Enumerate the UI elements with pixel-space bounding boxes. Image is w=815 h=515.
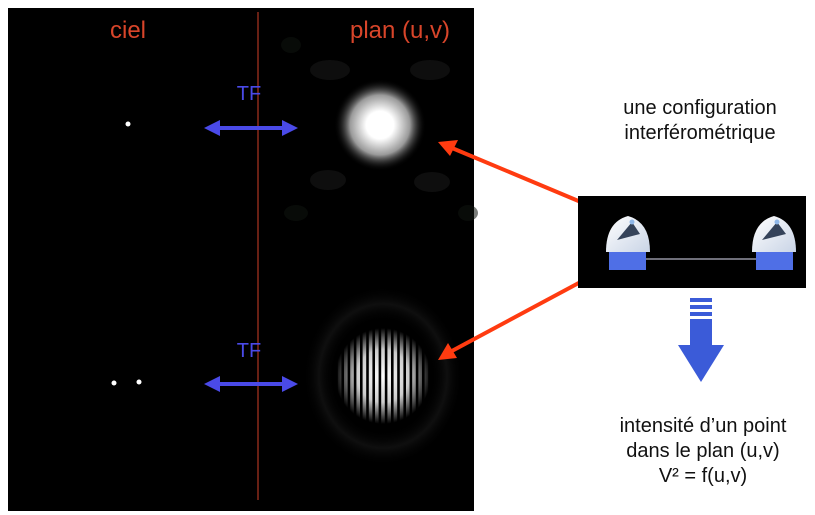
telescope-dome-icon <box>752 216 796 270</box>
telescope-dome-icon <box>606 216 650 270</box>
pointer-arrow-bottom <box>438 276 589 360</box>
fringe-stripe <box>375 322 379 432</box>
fringe-stripe <box>387 322 391 432</box>
transform-arrow-top <box>204 120 298 136</box>
fringe-stripe <box>381 322 385 432</box>
configuration-caption-line1: une configuration <box>623 97 776 119</box>
sky-header: ciel <box>110 17 146 44</box>
fringe-stripe <box>350 322 354 432</box>
pointer-arrow-top <box>438 140 589 207</box>
fringe-pattern <box>337 322 429 432</box>
fringe-stripe <box>393 322 398 432</box>
tf-label-top: TF <box>237 83 261 105</box>
down-arrow-icon <box>678 298 724 382</box>
uv-plane-header: plan (u,v) <box>350 17 450 44</box>
result-caption-line1: intensité d’un point <box>620 415 787 437</box>
fringe-stripe <box>418 322 422 432</box>
airy-blob <box>334 79 426 171</box>
fringe-stripe <box>412 322 416 432</box>
airy-side-lobes <box>281 37 478 221</box>
tf-label-bottom: TF <box>237 340 261 362</box>
configuration-caption-line2: interférométrique <box>624 122 775 144</box>
fringe-stripe <box>356 322 360 432</box>
fringe-stripe <box>368 322 373 432</box>
fringe-stripe <box>362 322 367 432</box>
transform-arrow-bottom <box>204 376 298 392</box>
single-star-dot <box>125 121 131 127</box>
fringe-stripe <box>344 322 348 432</box>
result-caption-line2: dans le plan (u,v) <box>626 440 779 462</box>
result-caption-line3: V² = f(u,v) <box>659 465 747 487</box>
fringe-stripe <box>399 322 404 432</box>
fringe-stripe <box>337 322 342 432</box>
double-star-dots <box>111 379 142 386</box>
fringe-stripe <box>424 322 429 432</box>
fringe-stripe <box>406 322 410 432</box>
